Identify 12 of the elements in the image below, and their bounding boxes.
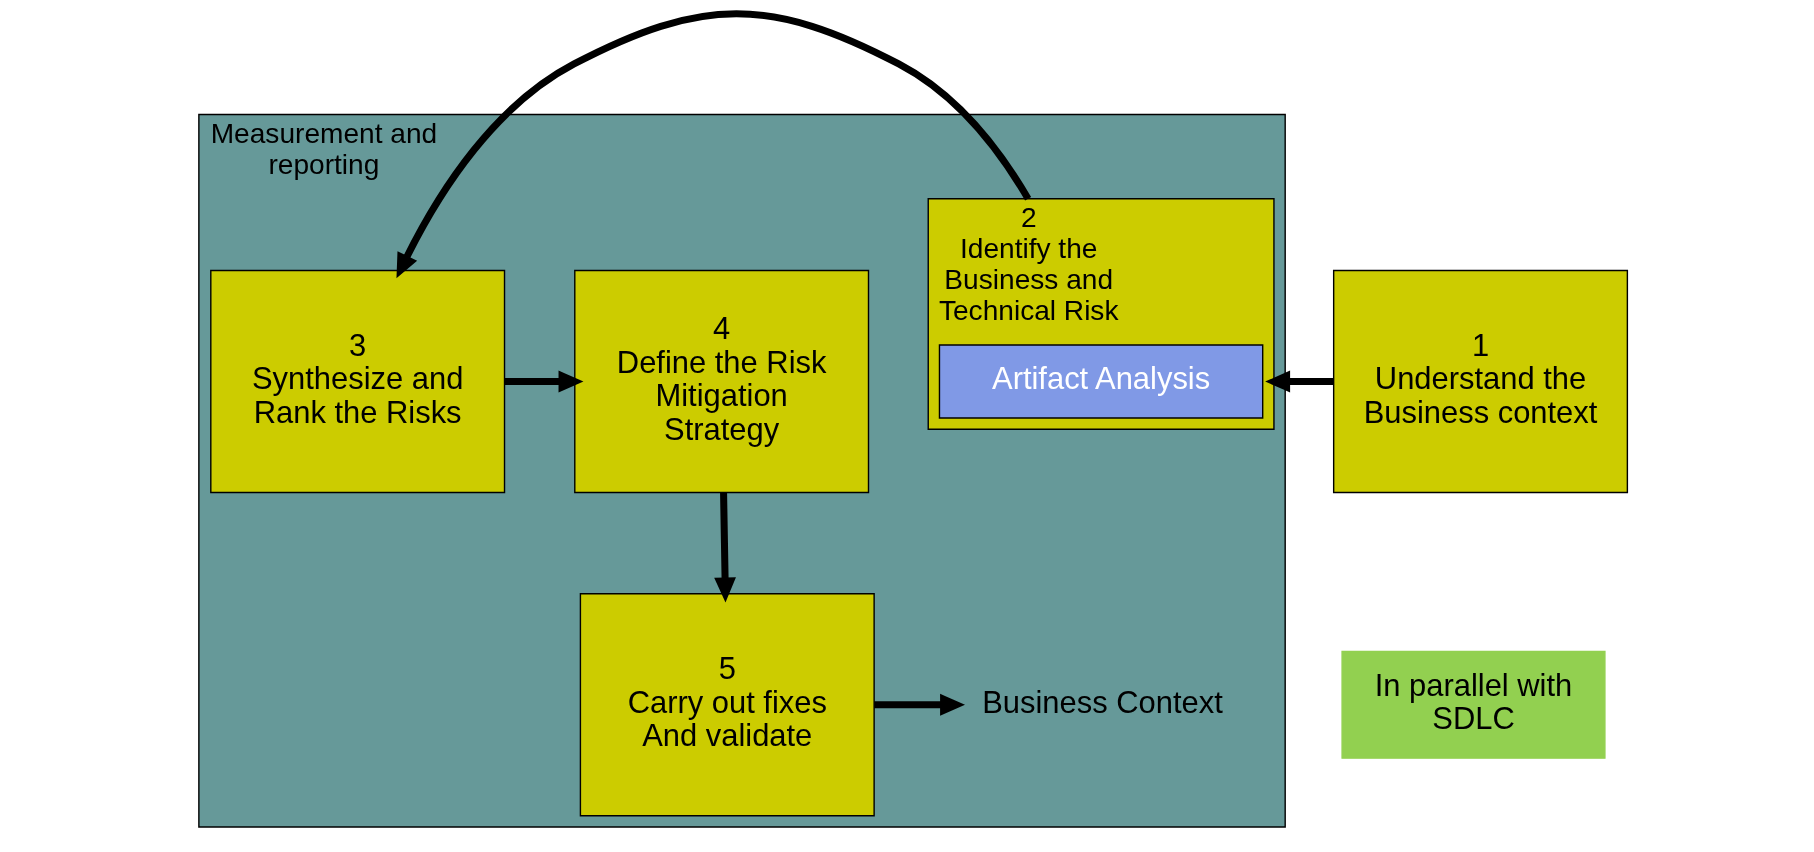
node-box: In parallel with SDLC <box>1340 650 1606 759</box>
node-text: Business Context <box>981 684 1223 720</box>
arrow <box>873 693 965 716</box>
node-box: 5 Carry out fixes And validate <box>579 593 875 817</box>
node-box: 4 Define the Risk Mitigation Strategy <box>573 269 869 494</box>
arrow <box>395 10 1031 279</box>
node-box: 3 Synthesize and Rank the Risks <box>209 269 505 494</box>
node-box: Artifact Analysis <box>938 344 1263 419</box>
arrow <box>1264 370 1334 393</box>
arrow <box>504 370 583 393</box>
node-box: 1 Understand the Business context <box>1332 269 1628 494</box>
arrow <box>713 492 736 603</box>
